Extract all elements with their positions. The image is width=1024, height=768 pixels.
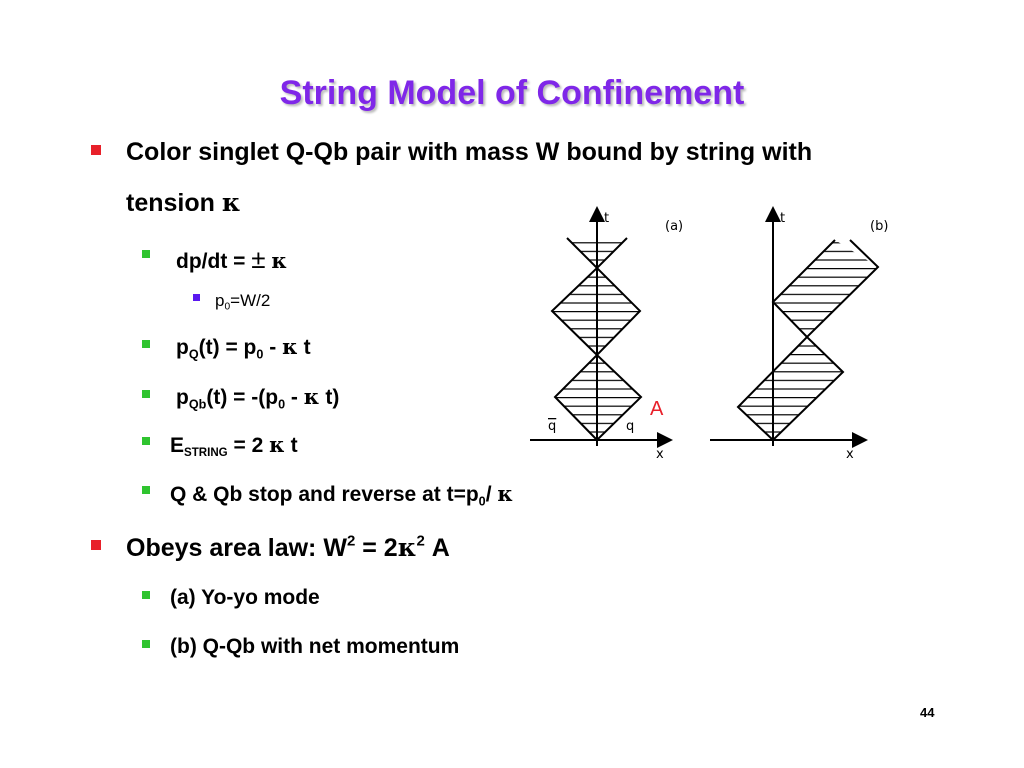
bullet-p0: p0=W/2	[215, 291, 270, 313]
bullet-green	[142, 640, 150, 648]
bullet-pq: pQ(t) = p0 - κ t	[176, 334, 311, 361]
kappa-symbol: κ	[397, 533, 417, 562]
kappa-symbol: κ	[282, 334, 298, 359]
text: t)	[319, 386, 340, 409]
text: /	[485, 483, 498, 506]
text: = 2	[355, 534, 398, 562]
text: -	[285, 386, 304, 409]
text: = 2	[227, 434, 270, 457]
bullet-red	[91, 145, 101, 155]
parallelogram-lower	[736, 335, 845, 442]
bullet-area-law: Obeys area law: W2 = 2κ2 A	[126, 533, 450, 563]
text: t	[297, 336, 311, 359]
area-label: A	[650, 398, 664, 420]
kappa-symbol: κ	[271, 248, 288, 273]
plus-minus-symbol: ±	[251, 244, 266, 274]
bullet-dpdt: dp/dt = ± κ	[176, 244, 287, 275]
text: Q & Qb stop and reverse at t=p	[170, 483, 479, 506]
superscript: 2	[346, 532, 356, 550]
text: dp/dt =	[176, 250, 252, 273]
text: (t) = -(p	[206, 386, 279, 409]
bullet-green	[142, 390, 150, 398]
text: p	[176, 386, 189, 409]
text: (t) = p	[198, 336, 257, 359]
parallelogram-upper-fill	[773, 240, 878, 337]
kappa-symbol: κ	[269, 432, 285, 457]
text: Obeys area law: W	[126, 534, 347, 562]
text: t	[284, 434, 298, 457]
bullet-yoyo: (a) Yo-yo mode	[170, 586, 320, 609]
text: tension	[126, 189, 222, 217]
bullet-green	[142, 340, 150, 348]
diagram-b-net-momentum	[710, 206, 880, 448]
diagram-a-yoyo	[530, 206, 673, 448]
kappa-symbol: κ	[497, 481, 514, 506]
parallelogram-upper-edges	[771, 239, 880, 339]
antiquark-label: q	[548, 419, 556, 434]
kappa-symbol: κ	[221, 188, 241, 217]
label-b: (b)	[870, 219, 888, 234]
t-axis-label-a: t	[604, 211, 609, 226]
bullet-estring: ESTRING = 2 κ t	[170, 432, 298, 459]
bullet-green	[142, 486, 150, 494]
bullet-string-tension-line1: Color singlet Q-Qb pair with mass W boun…	[126, 138, 813, 166]
label-a: (a)	[665, 219, 683, 234]
t-axis-label-b: t	[780, 211, 785, 226]
subscript: 0	[278, 397, 286, 412]
subscript: 0	[478, 494, 486, 509]
text: p	[176, 336, 189, 359]
x-axis-label-b: x	[846, 447, 854, 462]
subscript: STRING	[184, 447, 228, 460]
subscript: Q	[188, 347, 199, 362]
slide-title: String Model of Confinement	[279, 74, 745, 112]
bullet-green	[142, 591, 150, 599]
text: p	[215, 291, 225, 310]
bullet-green	[142, 250, 150, 258]
bullet-pqb: pQb(t) = -(p0 - κ t)	[176, 384, 339, 411]
kappa-symbol: κ	[303, 384, 320, 409]
text: E	[170, 434, 185, 457]
subscript: Qb	[188, 397, 207, 412]
x-axis-label-a: x	[656, 447, 664, 462]
bullet-purple	[193, 294, 200, 301]
subscript: 0	[224, 301, 231, 313]
text: -	[263, 336, 283, 359]
bullet-stop-reverse: Q & Qb stop and reverse at t=p0/ κ	[170, 481, 513, 508]
text: A	[424, 534, 450, 562]
text: =W/2	[230, 291, 271, 310]
bullet-green	[142, 437, 150, 445]
bullet-red	[91, 540, 101, 550]
superscript: 2	[416, 532, 425, 550]
bullet-net-momentum: (b) Q-Qb with net momentum	[170, 635, 460, 658]
bullet-string-tension-line2: tension κ	[126, 188, 241, 218]
page-number: 44	[920, 705, 935, 720]
subscript: 0	[256, 347, 264, 362]
quark-label: q	[626, 419, 634, 434]
